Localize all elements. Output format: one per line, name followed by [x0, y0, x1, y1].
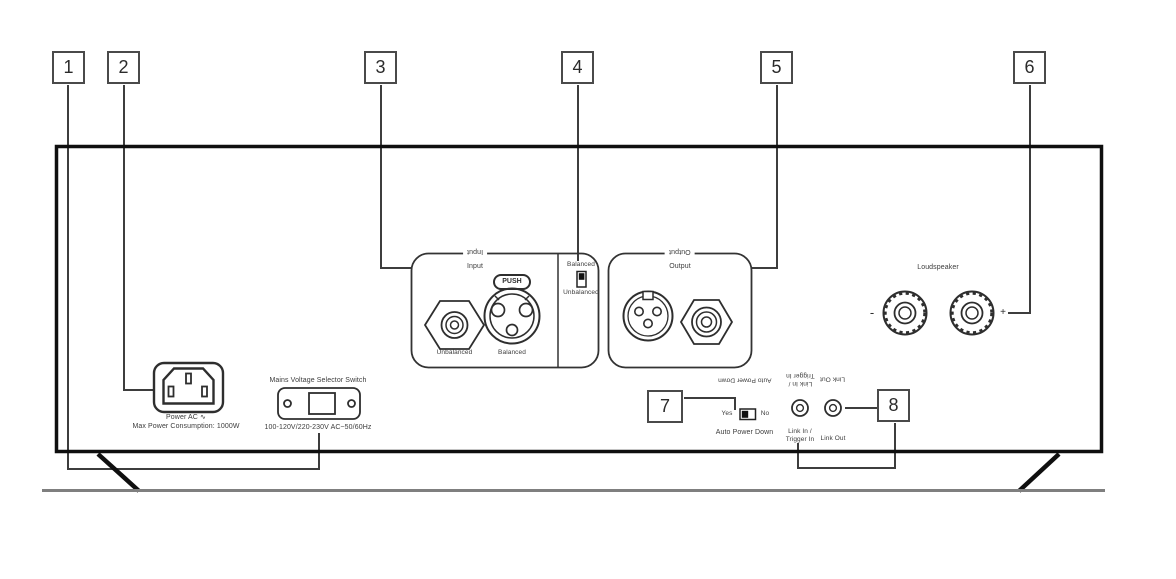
- switch-handle: [578, 273, 585, 280]
- speaker-negative-sign: -: [869, 305, 875, 320]
- link-out-jack: [824, 399, 842, 417]
- power-label: Power AC ∿ Max Power Consumption: 1000W: [121, 413, 251, 431]
- right-foot: [1017, 452, 1061, 493]
- link-out-label-mirrored: Link Out: [820, 375, 846, 383]
- callout-box-6: 6: [1013, 51, 1046, 84]
- voltage-switch-slot: [308, 392, 336, 415]
- callout-box-8: 8: [877, 389, 910, 422]
- callout-box-7: 7: [647, 390, 683, 423]
- power-label-line1: Power AC ∿: [166, 414, 206, 421]
- apd-title: Auto Power Down: [715, 429, 774, 436]
- callout-box-2: 2: [107, 51, 140, 84]
- power-inlet: [152, 361, 225, 414]
- xlr-input-balanced: [483, 274, 541, 345]
- balanced-unbalanced-switch: [576, 270, 587, 288]
- apd-title-mirrored: Auto Power Down: [717, 376, 772, 384]
- callout-lines: [67, 85, 1031, 470]
- push-label: PUSH: [502, 278, 522, 285]
- mode-switch-top-label: Balanced: [567, 261, 595, 268]
- link-out-mirrored-wrap: Link Out: [811, 374, 855, 382]
- input-title-mirrored-wrap: Input: [445, 247, 505, 257]
- link-in-trigger-in-jack: [791, 399, 809, 417]
- link-in-line2: Trigger In: [785, 436, 815, 444]
- input-title-mirrored: Input: [462, 247, 488, 257]
- input-section-box: [410, 252, 600, 369]
- xlr-output: [622, 290, 674, 342]
- output-title: Output: [669, 263, 691, 270]
- rca-output: [679, 299, 734, 345]
- apd-no-label: No: [760, 410, 770, 417]
- switch-handle: [741, 410, 749, 418]
- screw-right-icon: [347, 399, 356, 408]
- link-out-label: Link Out: [820, 435, 846, 442]
- loudspeaker-title: Loudspeaker: [917, 264, 959, 271]
- callout-box-3: 3: [364, 51, 397, 84]
- apd-yes-label: Yes: [721, 410, 733, 417]
- power-consumption-label: Max Power Consumption: 1000W: [132, 423, 240, 431]
- output-title-mirrored-wrap: Output: [650, 247, 710, 257]
- speaker-positive-sign: +: [1000, 307, 1006, 318]
- link-in-label: Link In / Trigger In: [778, 428, 822, 445]
- power-pin-earth: [185, 372, 192, 385]
- speaker-terminal-positive: [949, 290, 995, 336]
- voltage-selector-title: Mains Voltage Selector Switch: [269, 377, 367, 384]
- rca-input-unbalanced: [423, 300, 486, 350]
- auto-power-down-switch: [739, 408, 757, 421]
- output-title-mirrored: Output: [665, 247, 695, 257]
- link-in-line2: Trigger In: [785, 371, 815, 379]
- input-unbalanced-label: Unbalanced: [436, 349, 473, 356]
- mains-voltage-selector-switch: [277, 387, 361, 420]
- callout-box-5: 5: [760, 51, 793, 84]
- power-pin-left: [167, 385, 175, 398]
- power-pin-right: [201, 385, 208, 398]
- xlr-notch: [642, 290, 654, 301]
- link-in-label-mirrored: Link In / Trigger In: [785, 370, 815, 387]
- input-title: Input: [466, 263, 484, 270]
- speaker-terminal-negative: [882, 290, 928, 336]
- link-in-line1: Link In /: [788, 428, 812, 435]
- callout-box-1: 1: [52, 51, 85, 84]
- rear-panel-outline: [54, 144, 1104, 454]
- voltage-selector-range: 100-120V/220-230V AC~50/60Hz: [264, 424, 372, 431]
- screw-left-icon: [283, 399, 292, 408]
- left-foot: [96, 452, 141, 493]
- apd-title-mirrored-wrap: Auto Power Down: [702, 375, 787, 383]
- input-balanced-label: Balanced: [498, 349, 526, 356]
- callout-box-4: 4: [561, 51, 594, 84]
- link-in-line1: Link In /: [788, 379, 812, 387]
- mode-switch-bottom-label: Unbalanced: [563, 289, 599, 296]
